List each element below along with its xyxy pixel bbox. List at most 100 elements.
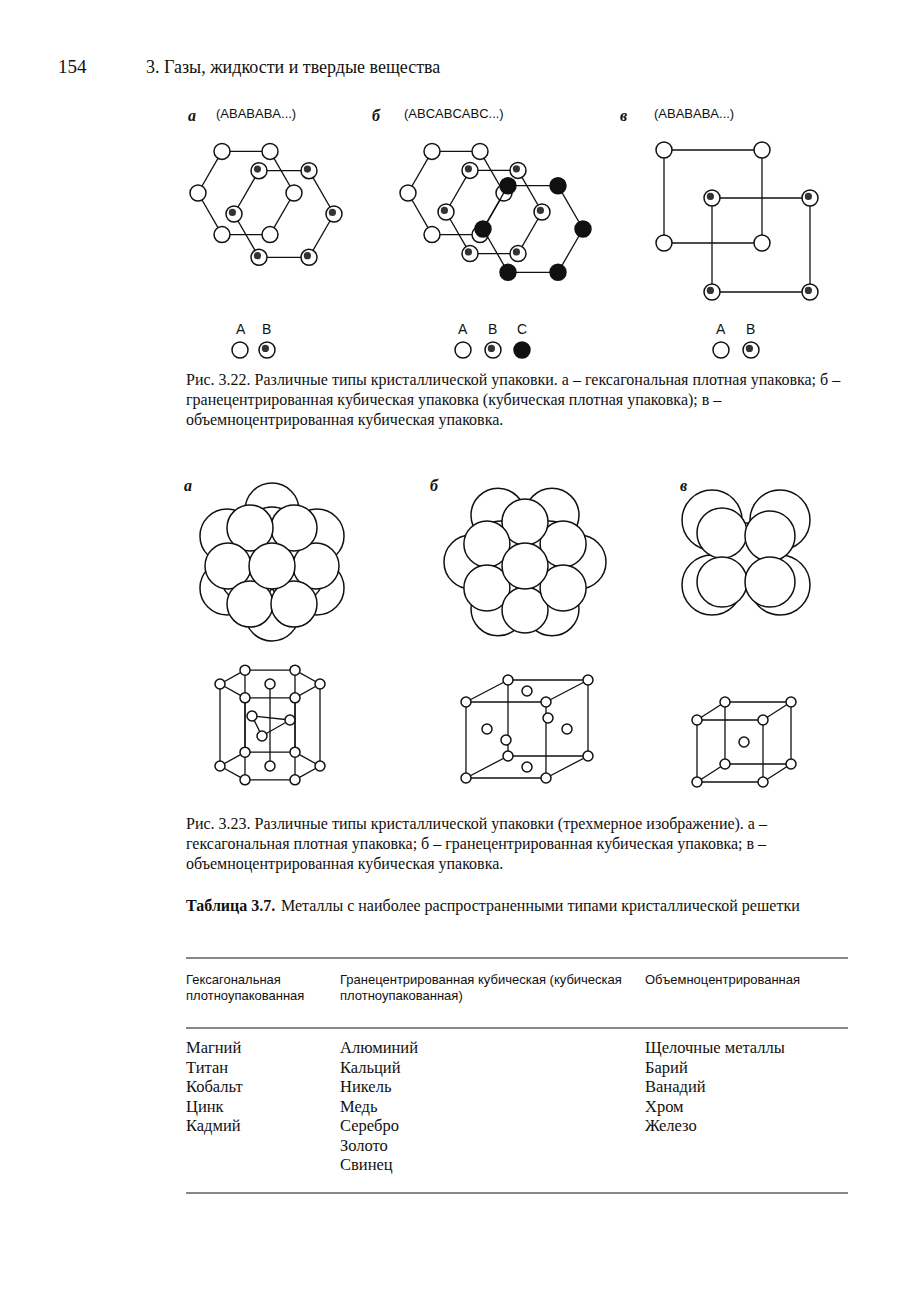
atom-layer-b (802, 284, 818, 300)
atom-layer-b (485, 342, 501, 358)
atom-layer-a (472, 143, 488, 159)
atom-mark (441, 207, 448, 214)
lattice-line (466, 756, 508, 778)
atom-mark (304, 165, 311, 172)
panel-letter: а (184, 476, 192, 495)
atom (786, 697, 796, 707)
atom-mark (254, 252, 261, 259)
atom-layer-b (326, 206, 342, 222)
lattice-line (244, 670, 245, 752)
table-cell: Никель (340, 1077, 391, 1097)
lattice-line (790, 702, 791, 764)
panel-letter: в (620, 106, 627, 125)
atom-layer-b (301, 163, 317, 179)
table-rule (186, 958, 848, 1193)
atom-mark (329, 209, 336, 216)
atom-mark (254, 165, 261, 172)
atom-layer-a (656, 235, 672, 251)
atom-layer-b (802, 190, 818, 206)
atom-layer-b (251, 163, 267, 179)
table-cell: Цинк (186, 1097, 224, 1117)
table-cell: Свинец (340, 1155, 393, 1175)
atom-mark (465, 165, 472, 172)
sphere (697, 508, 747, 558)
lattice-line (724, 702, 725, 764)
lattice-line (725, 763, 791, 764)
sphere (745, 557, 795, 607)
atom (786, 759, 796, 769)
atom (290, 665, 300, 675)
table-cell: Алюминий (340, 1038, 418, 1058)
atom (247, 711, 257, 721)
atom (240, 747, 250, 757)
table-cell: Золото (340, 1136, 388, 1156)
lattice-line (546, 680, 588, 702)
atom-layer-b (510, 162, 526, 178)
atom-layer-b (534, 204, 550, 220)
atom (758, 777, 768, 787)
figure-caption: Рис. 3.23. Различные типы кристаллическо… (186, 814, 854, 874)
table-header: Гексагональная плотноупакованная (186, 972, 334, 1005)
atom-layer-b (704, 284, 720, 300)
atom-layer-b (743, 342, 759, 358)
lattice-line (761, 150, 762, 243)
packing-sequence: (ABABABA...) (654, 106, 734, 122)
atom (720, 759, 730, 769)
atom-layer-a (713, 342, 729, 358)
atom (240, 665, 250, 675)
atom-layer-a (754, 235, 770, 251)
atom-layer-c (500, 264, 516, 280)
layer-letter: C (517, 321, 527, 338)
atom-layer-c (475, 221, 491, 237)
atom (265, 679, 275, 689)
lattice-line (466, 777, 546, 778)
lattice-line (245, 779, 295, 780)
table-caption: Таблица 3.7.Металлы с наиболее распростр… (186, 896, 854, 916)
atom-layer-a (424, 143, 440, 159)
atom-layer-a (214, 143, 230, 159)
atom-mark (262, 345, 269, 352)
panel-letter: а (188, 106, 196, 125)
atom (315, 679, 325, 689)
lattice-line (809, 198, 810, 292)
table-cell: Кадмий (186, 1116, 241, 1136)
sphere (249, 543, 295, 589)
layer-projection (400, 143, 591, 280)
atom (290, 775, 300, 785)
table-rule (186, 1027, 848, 1028)
table-cell: Медь (340, 1097, 377, 1117)
table-rule (186, 957, 848, 958)
atom-layer-c (575, 221, 591, 237)
atom-layer-b (510, 246, 526, 262)
atom-layer-a (286, 185, 302, 201)
atom-layer-b (462, 162, 478, 178)
table-cell: Кобальт (186, 1077, 243, 1097)
unit-cell (215, 665, 796, 787)
sphere (697, 557, 747, 607)
sphere-packing (444, 488, 606, 636)
atom (482, 724, 492, 734)
atom (758, 715, 768, 725)
atom-layer-b (301, 249, 317, 265)
atom (240, 693, 250, 703)
table-rule (186, 1192, 848, 1193)
lattice-line (697, 719, 763, 720)
atom (522, 762, 532, 772)
table-number: Таблица 3.7. (186, 897, 275, 914)
atom (503, 751, 513, 761)
table-cell: Хром (645, 1097, 684, 1117)
lattice-line (711, 198, 712, 292)
atom-layer-a (262, 143, 278, 159)
atom (543, 713, 553, 723)
atom-mark (746, 345, 753, 352)
sphere (745, 511, 795, 561)
lattice-line (245, 669, 295, 670)
atom (285, 715, 295, 725)
lattice-line (663, 150, 664, 243)
atom-mark (304, 252, 311, 259)
lattice-line (546, 756, 588, 778)
atom (461, 697, 471, 707)
table-cell: Ванадий (645, 1077, 706, 1097)
atom-layer-a (214, 227, 230, 243)
sphere-packing (200, 483, 344, 641)
